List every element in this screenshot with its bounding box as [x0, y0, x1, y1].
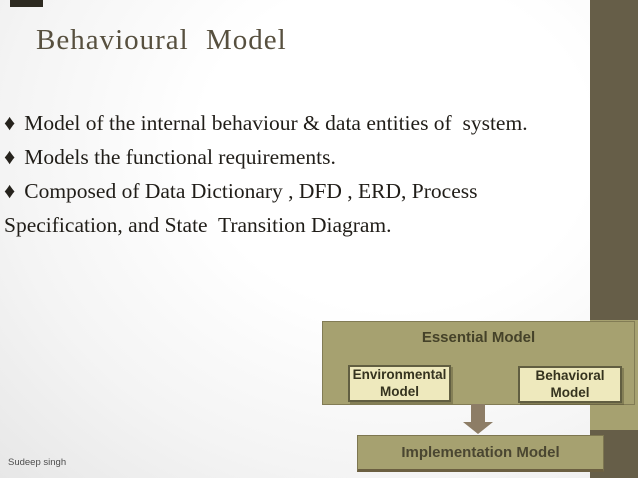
bullet-text: Specification, and State Transition Diag…	[4, 213, 392, 237]
bullet-item-continuation: Specification, and State Transition Diag…	[4, 208, 638, 242]
environmental-model-label: Environmental Model	[352, 367, 447, 399]
bullet-text: Composed of Data Dictionary , DFD , ERD,…	[24, 179, 478, 203]
footer-author: Sudeep singh	[8, 457, 67, 468]
diamond-bullet-icon: ♦	[4, 110, 16, 135]
bullet-item: ♦ Composed of Data Dictionary , DFD , ERD…	[4, 174, 638, 208]
environmental-model-box: Environmental Model	[348, 365, 451, 402]
slide-title: Behavioural Model	[36, 24, 287, 56]
top-left-accent-bar	[10, 0, 43, 7]
behavioral-model-box: Behavioral Model	[518, 366, 622, 403]
down-arrow-head-icon	[463, 422, 493, 434]
implementation-model-label: Implementation Model	[401, 444, 560, 461]
diamond-bullet-icon: ♦	[4, 178, 16, 203]
bullet-list: ♦ Model of the internal behaviour & data …	[4, 106, 638, 242]
bullet-text: Models the functional requirements.	[24, 145, 336, 169]
essential-model-label: Essential Model	[421, 329, 536, 346]
behavioral-model-label: Behavioral Model	[535, 368, 605, 400]
bullet-item: ♦ Model of the internal behaviour & data …	[4, 106, 638, 140]
bullet-item: ♦ Models the functional requirements.	[4, 140, 638, 174]
down-arrow-icon	[471, 404, 485, 423]
implementation-model-box: Implementation Model	[357, 435, 604, 472]
diamond-bullet-icon: ♦	[4, 144, 16, 169]
bullet-text: Model of the internal behaviour & data e…	[24, 111, 528, 135]
